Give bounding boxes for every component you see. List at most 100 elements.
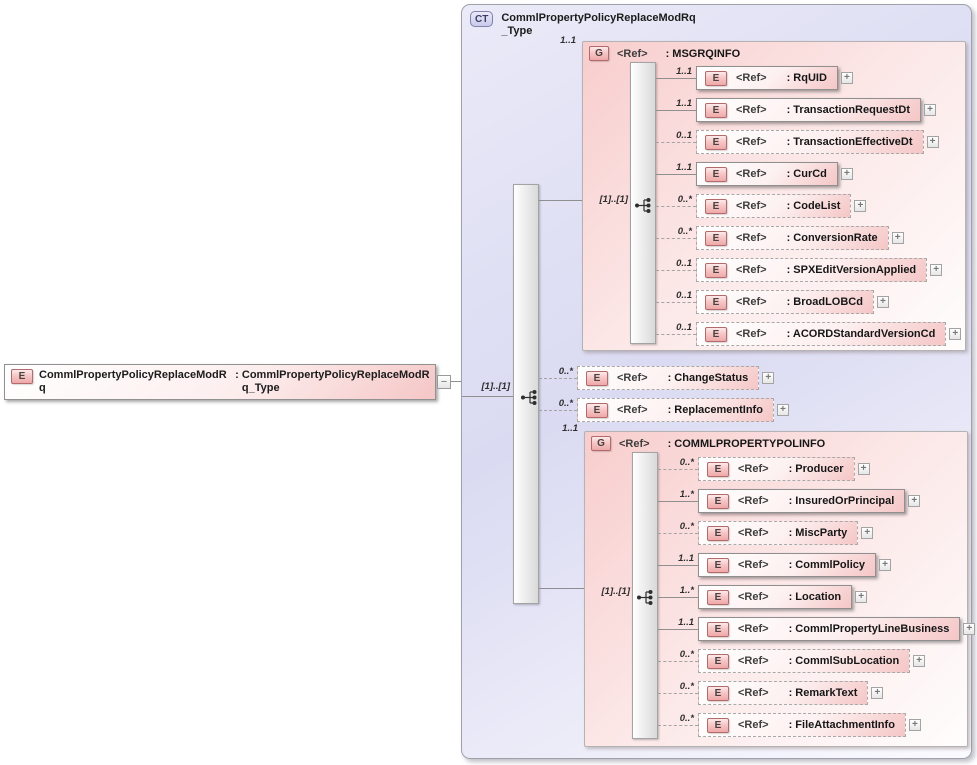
element-box-BroadLOBCd[interactable]: E<Ref>: BroadLOBCd bbox=[696, 290, 874, 314]
expand-icon[interactable]: + bbox=[949, 328, 962, 340]
expand-icon[interactable]: + bbox=[930, 264, 943, 276]
cardinality-label: 0..* bbox=[677, 193, 692, 205]
ref-label: <Ref> bbox=[738, 687, 769, 699]
element-badge: E bbox=[705, 198, 727, 214]
ref-label: <Ref> bbox=[619, 437, 650, 450]
element-box-CodeList[interactable]: E<Ref>: CodeList bbox=[696, 194, 852, 218]
connector-line: 1..* bbox=[658, 489, 698, 502]
element-name: : CommlPolicy bbox=[788, 559, 865, 571]
sequence-compositor-icon bbox=[521, 390, 537, 405]
element-badge: E bbox=[586, 370, 608, 386]
expand-icon[interactable]: + bbox=[854, 200, 867, 212]
complex-type-box: CT CommlPropertyPolicyReplaceModRq_Type … bbox=[461, 4, 976, 759]
expand-icon[interactable]: + bbox=[908, 719, 921, 731]
element-badge: E bbox=[705, 102, 727, 118]
expand-icon[interactable]: + bbox=[876, 296, 889, 308]
ref-label: <Ref> bbox=[738, 719, 769, 731]
element-box-ConversionRate[interactable]: E<Ref>: ConversionRate bbox=[696, 226, 889, 250]
connector-line: 0..* bbox=[658, 649, 698, 662]
ref-label: <Ref> bbox=[617, 404, 648, 416]
connector-line: 1..1 bbox=[658, 617, 698, 630]
ref-label: <Ref> bbox=[736, 168, 767, 180]
cardinality-label: 0..* bbox=[679, 520, 694, 532]
expand-icon[interactable]: + bbox=[840, 72, 853, 84]
expand-icon[interactable]: + bbox=[963, 623, 976, 635]
element-box-CommlSubLocation[interactable]: E<Ref>: CommlSubLocation bbox=[698, 649, 911, 673]
expand-icon[interactable]: + bbox=[871, 687, 884, 699]
element-badge: E bbox=[707, 461, 729, 477]
ref-label: <Ref> bbox=[736, 136, 767, 148]
ref-label: <Ref> bbox=[738, 559, 769, 571]
cardinality-label: 0..1 bbox=[676, 129, 692, 141]
expand-icon[interactable]: + bbox=[924, 104, 937, 116]
element-box-MiscParty[interactable]: E<Ref>: MiscParty bbox=[698, 521, 859, 545]
element-box-RemarkText[interactable]: E<Ref>: RemarkText bbox=[698, 681, 869, 705]
expand-icon[interactable]: + bbox=[861, 527, 874, 539]
group-header: G<Ref>: COMMLPROPERTYPOLINFO bbox=[585, 432, 967, 451]
expand-icon[interactable]: + bbox=[878, 559, 891, 571]
collapse-icon[interactable]: − bbox=[437, 375, 451, 389]
connector-line: 0..1 bbox=[656, 130, 696, 143]
group-badge: G bbox=[589, 46, 609, 61]
connector-line: 1..1 bbox=[656, 98, 696, 111]
element-box-ChangeStatus[interactable]: E<Ref>: ChangeStatus bbox=[577, 366, 760, 390]
connector-line: 1..1 bbox=[658, 553, 698, 566]
element-name: : Producer bbox=[788, 463, 844, 475]
sequence-occurrence-label: [1]..[1] bbox=[601, 586, 631, 597]
connector-line bbox=[462, 396, 513, 397]
element-name: : MiscParty bbox=[788, 527, 848, 539]
element-row: 1..*E<Ref>: InsuredOrPrincipal+ bbox=[658, 489, 921, 513]
element-box-Producer[interactable]: E<Ref>: Producer bbox=[698, 457, 855, 481]
element-box-FileAttachmentInfo[interactable]: E<Ref>: FileAttachmentInfo bbox=[698, 713, 906, 737]
element-badge: E bbox=[705, 230, 727, 246]
sequence-bar bbox=[632, 452, 658, 739]
group-box-COMMLPROPERTYPOLINFO[interactable]: G<Ref>: COMMLPROPERTYPOLINFO [1]..[1] 0..*… bbox=[584, 431, 976, 747]
element-box-TransactionRequestDt[interactable]: E<Ref>: TransactionRequestDt bbox=[696, 98, 922, 122]
element-box-CommlPropertyLineBusiness[interactable]: E<Ref>: CommlPropertyLineBusiness bbox=[698, 617, 961, 641]
element-name: : SPXEditVersionApplied bbox=[786, 264, 917, 276]
element-box-Location[interactable]: E<Ref>: Location bbox=[698, 585, 853, 609]
cardinality-label: 0..1 bbox=[676, 257, 692, 269]
expand-icon[interactable]: + bbox=[857, 463, 870, 475]
cardinality-label: 0..* bbox=[679, 456, 694, 468]
expand-icon[interactable]: + bbox=[891, 232, 904, 244]
element-box-ACORDStandardVersionCd[interactable]: E<Ref>: ACORDStandardVersionCd bbox=[696, 322, 947, 346]
cardinality-label: 1..1 bbox=[560, 35, 576, 46]
element-badge: E bbox=[705, 294, 727, 310]
element-badge: E bbox=[705, 166, 727, 182]
element-box-CurCd[interactable]: E<Ref>: CurCd bbox=[696, 162, 838, 186]
element-box-ReplacementInfo[interactable]: E<Ref>: ReplacementInfo bbox=[577, 398, 774, 422]
expand-icon[interactable]: + bbox=[776, 404, 789, 416]
expand-icon[interactable]: + bbox=[926, 136, 939, 148]
cardinality-label: 1..1 bbox=[562, 423, 578, 434]
ref-label: <Ref> bbox=[617, 47, 648, 60]
element-box-SPXEditVersionApplied[interactable]: E<Ref>: SPXEditVersionApplied bbox=[696, 258, 928, 282]
element-name: : RqUID bbox=[786, 72, 827, 84]
cardinality-label: 0..* bbox=[558, 397, 573, 409]
connector-line: 0..* bbox=[658, 681, 698, 694]
connector-line: 0..* bbox=[658, 713, 698, 726]
cardinality-label: 1..1 bbox=[678, 552, 694, 564]
expand-icon[interactable]: + bbox=[908, 495, 921, 507]
root-element-box[interactable]: E CommlPropertyPolicyReplaceModRq : Comm… bbox=[4, 364, 436, 400]
element-box-TransactionEffectiveDt[interactable]: E<Ref>: TransactionEffectiveDt bbox=[696, 130, 924, 154]
ref-label: <Ref> bbox=[738, 623, 769, 635]
element-row: 0..*E<Ref>: RemarkText+ bbox=[658, 681, 884, 705]
expand-icon[interactable]: + bbox=[913, 655, 926, 667]
element-box-RqUID[interactable]: E<Ref>: RqUID bbox=[696, 66, 838, 90]
ref-label: <Ref> bbox=[736, 264, 767, 276]
element-name: : CommlPropertyLineBusiness bbox=[788, 623, 950, 635]
element-name: : Location bbox=[788, 591, 842, 603]
expand-icon[interactable]: + bbox=[840, 168, 853, 180]
expand-icon[interactable]: + bbox=[855, 591, 868, 603]
expand-icon[interactable]: + bbox=[762, 372, 775, 384]
element-box-CommlPolicy[interactable]: E<Ref>: CommlPolicy bbox=[698, 553, 876, 577]
type-separator: : bbox=[232, 369, 242, 381]
connector-line: 0..* bbox=[656, 194, 696, 207]
element-row: 0..*E<Ref>: ConversionRate+ bbox=[656, 226, 904, 250]
element-box-InsuredOrPrincipal[interactable]: E<Ref>: InsuredOrPrincipal bbox=[698, 489, 906, 513]
